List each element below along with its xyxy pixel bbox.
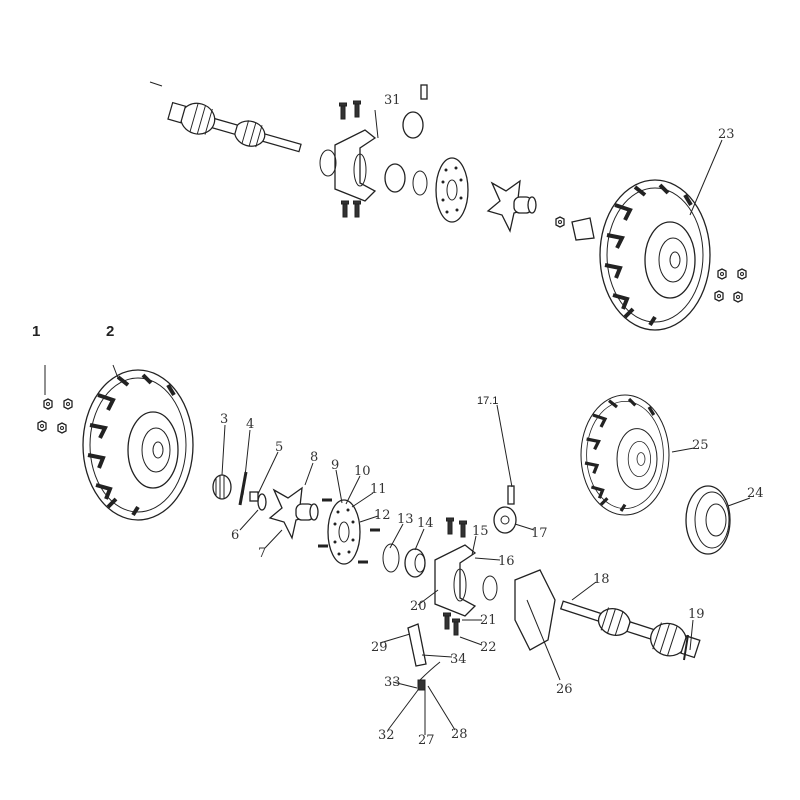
label-7: 7 xyxy=(258,546,266,561)
bracket-29 xyxy=(407,623,427,667)
bearing-14 xyxy=(404,548,426,578)
lower-tire xyxy=(81,368,195,522)
label-18: 18 xyxy=(593,572,610,587)
label-20: 20 xyxy=(410,599,427,614)
label-32: 32 xyxy=(378,728,395,743)
lower-brake-disc xyxy=(327,499,361,565)
lower-assembly xyxy=(37,368,731,691)
label-5: 5 xyxy=(275,440,283,455)
label-13: 13 xyxy=(397,512,414,527)
bearing-3 xyxy=(212,474,232,500)
label-17: 17 xyxy=(531,526,548,541)
label-10: 10 xyxy=(354,464,371,479)
label-14: 14 xyxy=(417,516,434,531)
rim-24 xyxy=(685,485,731,555)
label-1: 1 xyxy=(32,323,40,340)
leader-lines xyxy=(44,109,751,735)
label-26: 26 xyxy=(556,682,573,697)
upper-knuckle xyxy=(334,129,376,202)
label-11: 11 xyxy=(370,482,387,497)
label-28: 28 xyxy=(451,727,468,742)
label-21: 21 xyxy=(480,613,497,628)
lower-hub xyxy=(269,487,319,539)
upper-drive-shaft xyxy=(165,95,305,164)
label-24: 24 xyxy=(747,486,764,501)
label-2: 2 xyxy=(106,323,114,340)
label-9: 9 xyxy=(331,458,339,473)
lower-drive-shaft xyxy=(556,589,703,665)
label-3: 3 xyxy=(220,412,228,427)
caliper-17 xyxy=(493,506,517,534)
side-tire-25 xyxy=(579,393,671,517)
label-6: 6 xyxy=(231,528,239,543)
label-33: 33 xyxy=(384,675,401,690)
boot-guard-26 xyxy=(514,569,556,651)
label-8: 8 xyxy=(310,450,318,465)
label-15: 15 xyxy=(472,524,489,539)
upper-hub xyxy=(487,180,537,232)
upper-tire xyxy=(598,178,712,332)
upper-seal xyxy=(319,149,337,177)
label-25: 25 xyxy=(692,438,709,453)
label-19: 19 xyxy=(688,607,705,622)
label-12: 12 xyxy=(374,508,391,523)
label-4: 4 xyxy=(246,417,254,432)
upper-brake-disc xyxy=(435,157,469,223)
upper-bearing xyxy=(384,163,406,193)
lower-knuckle xyxy=(434,544,476,617)
part-labels: 1 2 31 23 3 4 5 6 7 8 9 10 11 12 13 14 1… xyxy=(32,93,764,748)
label-17-1: 17.1 xyxy=(477,395,498,407)
label-16: 16 xyxy=(498,554,515,569)
upper-assembly xyxy=(149,81,747,332)
label-29: 29 xyxy=(371,640,388,655)
label-27: 27 xyxy=(418,733,435,748)
upper-caliper xyxy=(402,84,428,139)
label-31: 31 xyxy=(384,93,401,108)
label-34: 34 xyxy=(450,652,467,667)
label-22: 22 xyxy=(480,640,497,655)
label-23: 23 xyxy=(718,127,735,142)
